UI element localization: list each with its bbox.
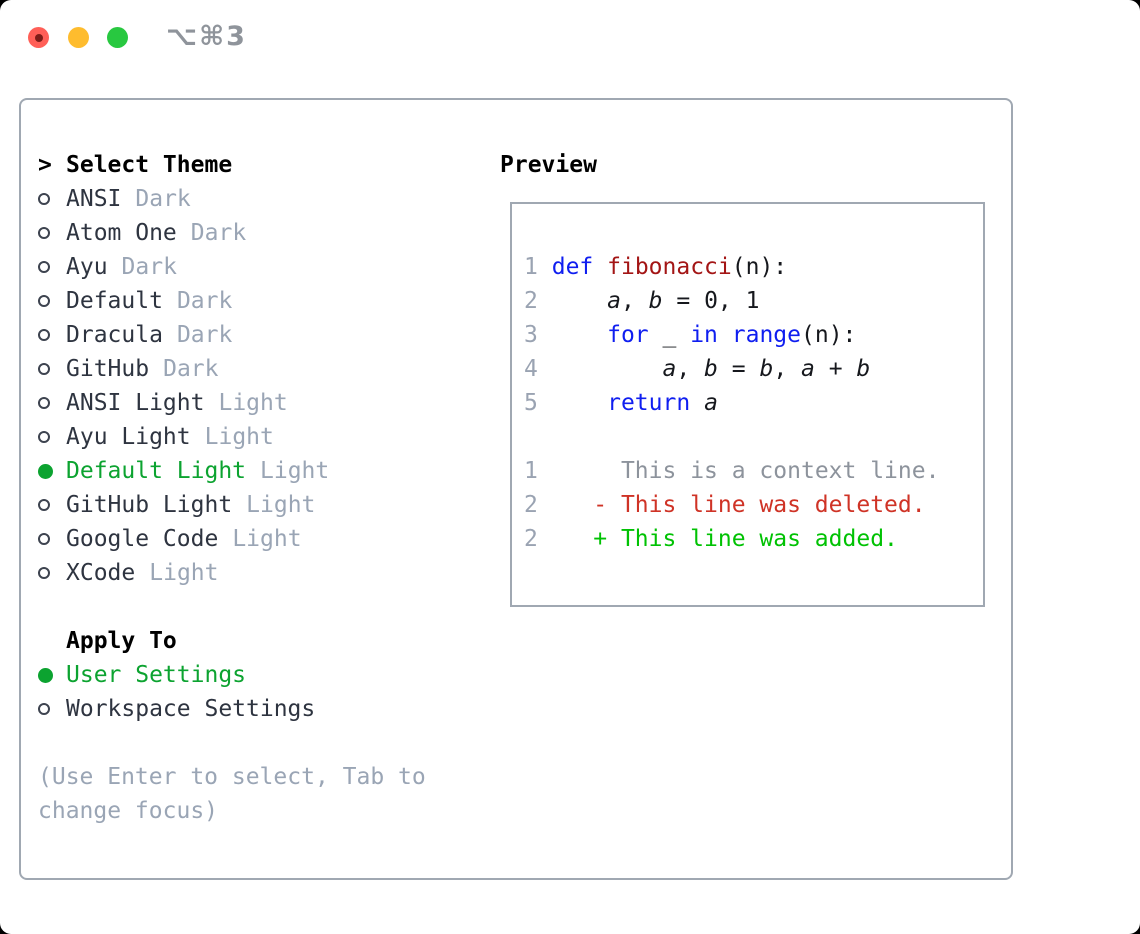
theme-section-title: Select Theme bbox=[66, 152, 233, 178]
radio-unselected-icon bbox=[38, 227, 50, 239]
radio-unselected-icon bbox=[38, 261, 50, 273]
radio-unselected-icon bbox=[38, 329, 50, 341]
close-button[interactable] bbox=[28, 27, 49, 48]
item-label: Ayu Light bbox=[66, 424, 191, 450]
item-label: Google Code bbox=[66, 526, 219, 552]
radio-unselected-icon bbox=[38, 193, 50, 205]
radio-unselected-icon bbox=[38, 567, 50, 579]
theme-variant-tag: Dark bbox=[135, 186, 191, 212]
item-label: GitHub bbox=[66, 356, 150, 382]
preview-code-line: 1 def fibonacci(n): bbox=[524, 254, 788, 280]
preview-code-line: 1 This is a context line. bbox=[524, 458, 940, 484]
theme-option-github[interactable]: GitHub Dark bbox=[38, 352, 329, 386]
radio-unselected-icon bbox=[38, 397, 50, 409]
theme-variant-tag: Dark bbox=[176, 288, 233, 314]
preview-title: Preview bbox=[500, 152, 597, 178]
theme-variant-tag: Light bbox=[232, 526, 302, 552]
theme-option-atom-one[interactable]: Atom One Dark bbox=[38, 216, 329, 250]
theme-variant-tag: Dark bbox=[121, 254, 177, 280]
theme-option-github-light[interactable]: GitHub Light Light bbox=[38, 488, 329, 522]
radio-unselected-icon bbox=[38, 363, 50, 375]
theme-variant-tag: Dark bbox=[163, 356, 219, 382]
hint-line: (Use Enter to select, Tab to bbox=[38, 764, 426, 790]
radio-unselected-icon bbox=[38, 295, 50, 307]
item-label: Default bbox=[66, 288, 163, 314]
cursor-icon: > bbox=[38, 152, 52, 178]
radio-unselected-icon bbox=[38, 499, 50, 511]
preview-code-line: 2 a, b = 0, 1 bbox=[524, 288, 760, 314]
close-modified-dot bbox=[34, 33, 43, 42]
preview-code-line: 4 a, b = b, a + b bbox=[524, 356, 871, 382]
window-title-shortcut: ⌥⌘3 bbox=[166, 21, 247, 52]
preview-code-line bbox=[524, 216, 983, 250]
radio-unselected-icon bbox=[38, 533, 50, 545]
zoom-button[interactable] bbox=[107, 27, 128, 48]
keyboard-hint: (Use Enter to select, Tab to change focu… bbox=[38, 760, 426, 828]
theme-option-default-light[interactable]: Default Light Light bbox=[38, 454, 329, 488]
theme-section-header: > Select Theme bbox=[38, 148, 329, 182]
apply-to-title: Apply To bbox=[66, 628, 177, 654]
theme-variant-tag: Light bbox=[204, 424, 274, 450]
preview-code-line: 2 - This line was deleted. bbox=[524, 492, 926, 518]
theme-option-google-code[interactable]: Google Code Light bbox=[38, 522, 329, 556]
theme-option-xcode[interactable]: XCode Light bbox=[38, 556, 329, 590]
apply-option-user-settings[interactable]: User Settings bbox=[38, 658, 315, 692]
radio-unselected-icon bbox=[38, 703, 50, 715]
item-label: User Settings bbox=[66, 662, 247, 688]
item-label: Default Light bbox=[66, 458, 247, 484]
theme-option-ansi-light[interactable]: ANSI Light Light bbox=[38, 386, 329, 420]
theme-variant-tag: Light bbox=[149, 560, 219, 586]
item-label: XCode bbox=[66, 560, 136, 586]
theme-option-ansi[interactable]: ANSI Dark bbox=[38, 182, 329, 216]
apply-to-header: Apply To bbox=[38, 624, 315, 658]
item-label: ANSI bbox=[66, 186, 122, 212]
theme-option-ayu[interactable]: Ayu Dark bbox=[38, 250, 329, 284]
apply-option-workspace-settings[interactable]: Workspace Settings bbox=[38, 692, 315, 726]
theme-variant-tag: Light bbox=[246, 492, 316, 518]
theme-variant-tag: Light bbox=[218, 390, 288, 416]
radio-unselected-icon bbox=[38, 431, 50, 443]
theme-option-default[interactable]: Default Dark bbox=[38, 284, 329, 318]
radio-selected-icon bbox=[38, 667, 53, 683]
preview-code-line: 3 for _ in range(n): bbox=[524, 322, 857, 348]
preview-code-line: 2 + This line was added. bbox=[524, 526, 898, 552]
theme-variant-tag: Light bbox=[260, 458, 330, 484]
preview-code-line: 5 return a bbox=[524, 390, 718, 416]
theme-variant-tag: Dark bbox=[176, 322, 233, 348]
preview-pane: 1 def fibonacci(n): 2 a, b = 0, 1 3 for _ … bbox=[510, 202, 985, 607]
radio-selected-icon bbox=[38, 463, 53, 479]
theme-variant-tag: Dark bbox=[190, 220, 247, 246]
hint-line: change focus) bbox=[38, 798, 219, 824]
item-label: GitHub Light bbox=[66, 492, 233, 518]
preview-code-line bbox=[524, 420, 983, 454]
item-label: Atom One bbox=[66, 220, 177, 246]
theme-option-dracula[interactable]: Dracula Dark bbox=[38, 318, 329, 352]
minimize-button[interactable] bbox=[68, 27, 89, 48]
item-label: Workspace Settings bbox=[66, 696, 316, 722]
theme-option-ayu-light[interactable]: Ayu Light Light bbox=[38, 420, 329, 454]
item-label: ANSI Light bbox=[66, 390, 205, 416]
item-label: Dracula bbox=[66, 322, 163, 348]
item-label: Ayu bbox=[66, 254, 108, 280]
